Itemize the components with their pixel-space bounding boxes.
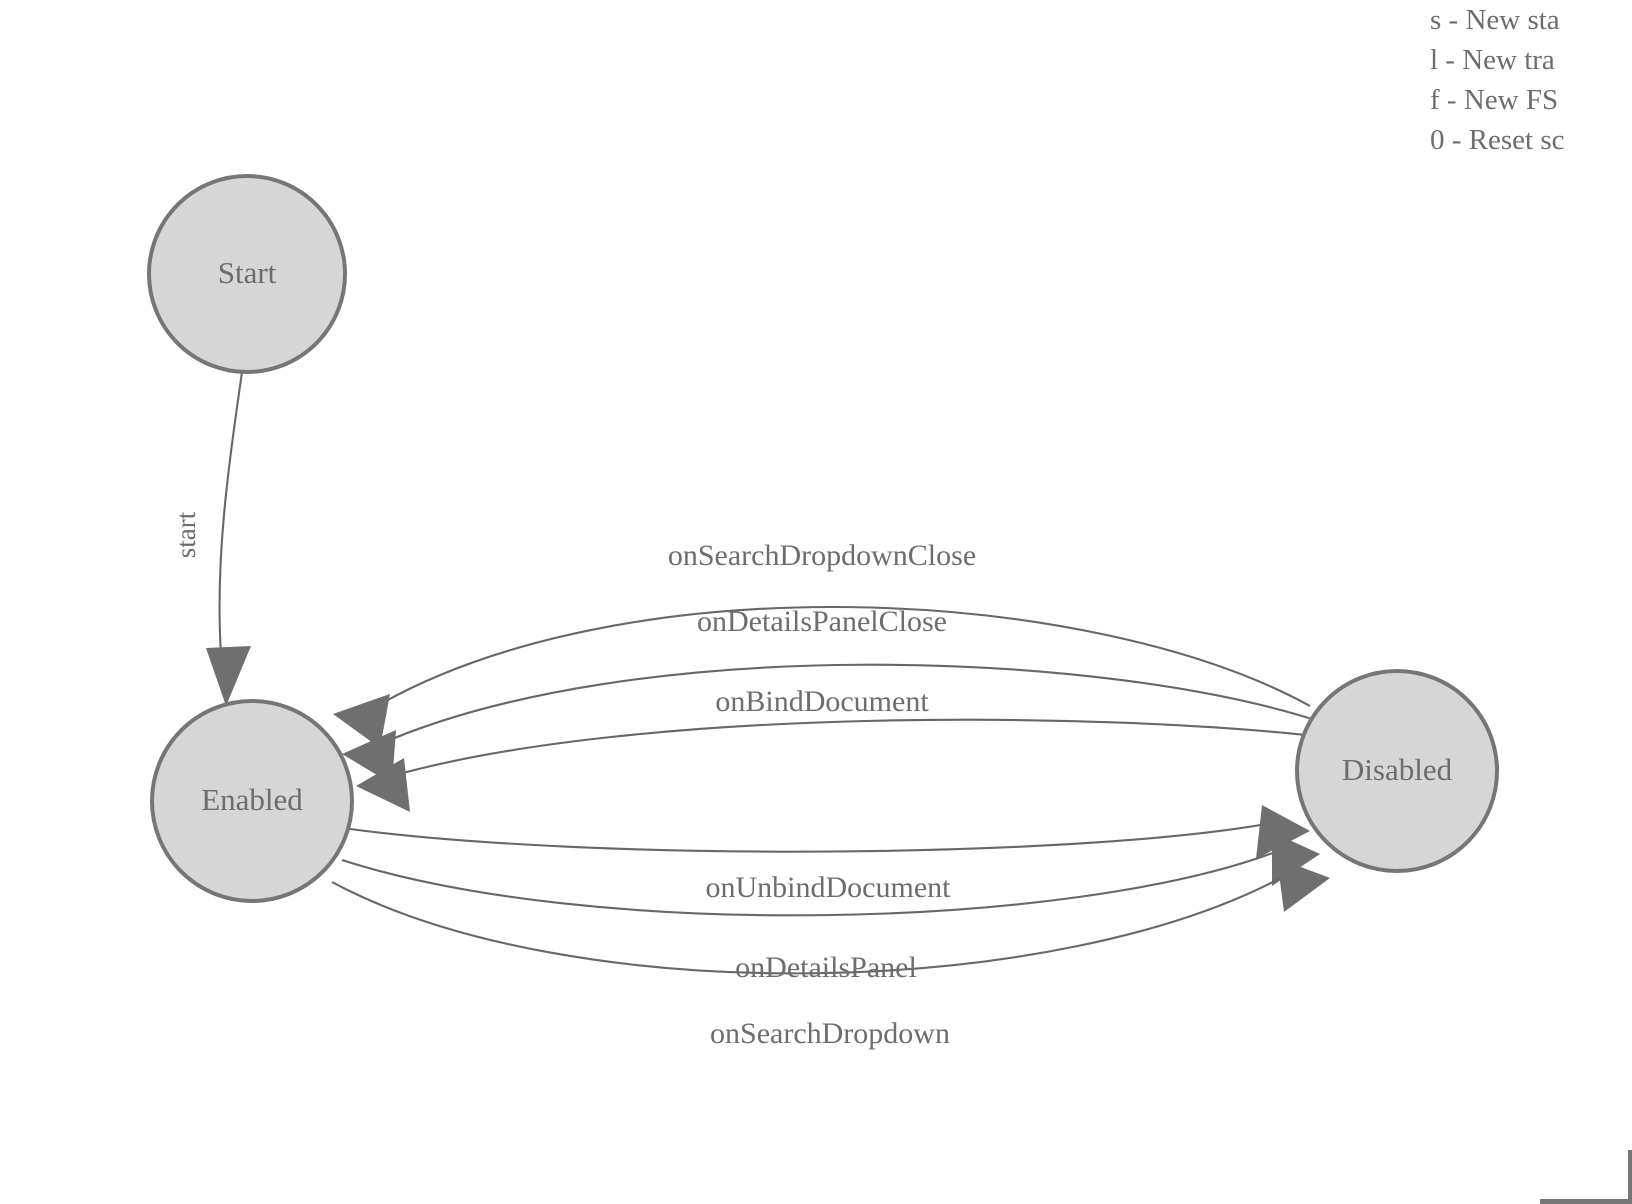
edge-label-onsearchdropdown: onSearchDropdown	[710, 1017, 950, 1050]
nodes-layer: Start Enabled Disabled	[147, 174, 1499, 903]
edge-label-onsearchdropdownclose: onSearchDropdownClose	[668, 539, 976, 572]
node-start[interactable]: Start	[147, 174, 347, 374]
node-disabled[interactable]: Disabled	[1295, 669, 1499, 873]
edge-label-onunbinddocument: onUnbindDocument	[706, 871, 952, 904]
edge-label-ondetailspanel: onDetailsPanel	[735, 951, 917, 984]
edge-path-ondetailspanel[interactable]	[341, 850, 1279, 917]
edge-onsearchdropdownclose[interactable]	[333, 606, 1311, 748]
arrow-head-onbinddocument	[356, 758, 410, 812]
edges-layer	[206, 371, 1330, 975]
node-disabled-label: Disabled	[1342, 752, 1453, 787]
edge-start[interactable]	[206, 371, 251, 706]
node-enabled-circle[interactable]	[150, 699, 354, 903]
edge-path-start[interactable]	[218, 371, 244, 656]
arrow-head-ondetailspanelclose	[342, 730, 396, 784]
edge-path-onbinddocument[interactable]	[391, 718, 1325, 778]
edge-path-ondetailspanelclose[interactable]	[377, 663, 1319, 746]
edge-onbinddocument[interactable]	[356, 718, 1325, 812]
arrow-head-start	[206, 646, 251, 706]
node-start-label: Start	[218, 255, 277, 290]
node-start-circle[interactable]	[147, 174, 347, 374]
edge-path-onsearchdropdownclose[interactable]	[369, 606, 1311, 711]
arrow-head-onunbinddocument	[1256, 805, 1310, 859]
edge-label-start: start	[171, 511, 201, 558]
edge-path-onsearchdropdown[interactable]	[331, 873, 1289, 975]
canvas-corner-frame	[1540, 1150, 1632, 1204]
edge-label-ondetailspanelclose: onDetailsPanelClose	[697, 605, 947, 638]
node-enabled[interactable]: Enabled	[150, 699, 354, 903]
node-disabled-circle[interactable]	[1295, 669, 1499, 873]
edge-onunbinddocument[interactable]	[349, 805, 1310, 859]
edge-onsearchdropdown[interactable]	[331, 858, 1330, 975]
arrow-head-onsearchdropdown	[1277, 858, 1330, 912]
node-enabled-label: Enabled	[201, 782, 303, 817]
edge-path-onunbinddocument[interactable]	[349, 821, 1273, 853]
edge-labels-layer: start onSearchDropdownClose onDetailsPan…	[171, 511, 976, 1050]
edge-ondetailspanelclose[interactable]	[342, 663, 1319, 784]
edge-label-onbinddocument: onBindDocument	[715, 685, 929, 718]
arrow-head-onsearchdropdownclose	[333, 694, 390, 748]
